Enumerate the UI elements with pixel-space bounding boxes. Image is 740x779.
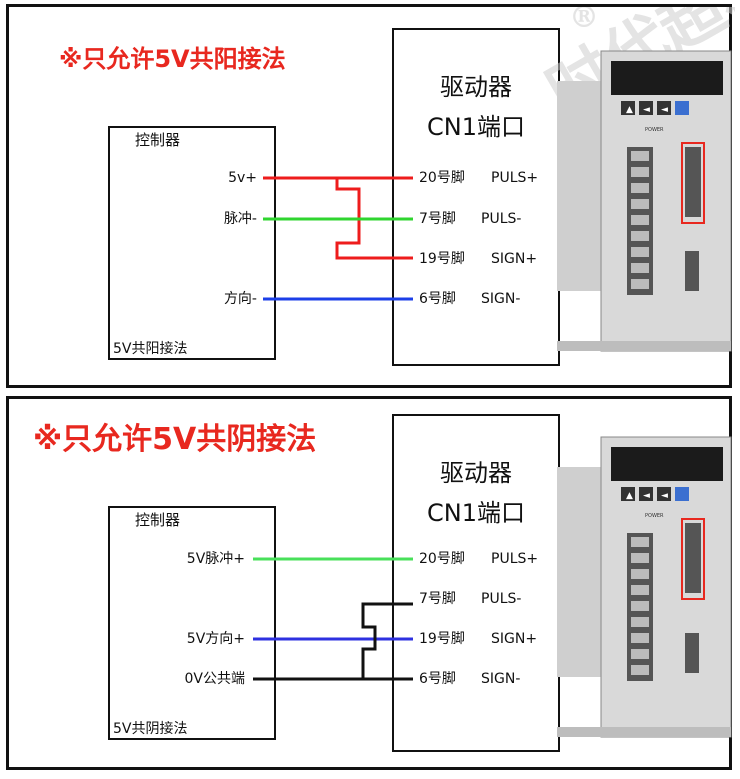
- pin-signal-puls-plus: PULS+: [491, 170, 538, 186]
- pin-label-19: 19号脚: [419, 251, 465, 267]
- controller-box: [108, 506, 276, 740]
- signal-label-dir-minus: 方向-: [224, 291, 257, 307]
- wire-black-common: [253, 602, 413, 681]
- svg-text:POWER: POWER: [645, 127, 664, 133]
- svg-text:▲: ▲: [626, 105, 633, 115]
- pin-signal-sign-minus: SIGN-: [481, 671, 520, 687]
- pin-signal-sign-plus: SIGN+: [491, 631, 537, 647]
- pin-label-6: 6号脚: [419, 291, 456, 307]
- svg-text:◄: ◄: [661, 105, 668, 115]
- pin-label-7: 7号脚: [419, 211, 456, 227]
- pin-signal-puls-minus: PULS-: [481, 211, 521, 227]
- panel1-diagram: ※只允许5V共阳接法 控制器 5V共阳接法 5v+ 脉冲- 方向- 驱动器 CN…: [59, 7, 735, 366]
- controller-box: [108, 126, 276, 360]
- svg-text:▲: ▲: [626, 491, 633, 501]
- panel1-title: ※只允许5V共阳接法: [59, 45, 286, 73]
- svg-text:POWER: POWER: [645, 513, 664, 519]
- signal-label-0v-common: 0V公共端: [185, 671, 245, 687]
- pin-label-7: 7号脚: [419, 591, 456, 607]
- pin-label-20: 20号脚: [419, 170, 465, 186]
- svg-text:◄: ◄: [643, 491, 650, 501]
- signal-label-5v-plus: 5v+: [228, 170, 257, 186]
- controller-footer: 5V共阳接法: [113, 340, 187, 357]
- driver-title: 驱动器: [440, 73, 512, 101]
- pin-signal-puls-plus: PULS+: [491, 551, 538, 567]
- servo-drive-image: ▲ ◄ ◄ POWER: [557, 50, 732, 352]
- pin-label-6: 6号脚: [419, 671, 456, 687]
- driver-port: CN1端口: [427, 499, 525, 527]
- pin-signal-sign-minus: SIGN-: [481, 291, 520, 307]
- watermark-mark: ®: [569, 7, 599, 35]
- pin-label-19: 19号脚: [419, 631, 465, 647]
- pin-signal-sign-plus: SIGN+: [491, 251, 537, 267]
- driver-title: 驱动器: [440, 459, 512, 487]
- signal-label-5v-dir-plus: 5V方向+: [187, 631, 245, 647]
- signal-label-pulse-minus: 脉冲-: [224, 211, 257, 227]
- controller-label: 控制器: [135, 511, 180, 529]
- pin-signal-puls-minus: PULS-: [481, 591, 521, 607]
- controller-label: 控制器: [135, 131, 180, 149]
- svg-text:◄: ◄: [643, 105, 650, 115]
- wire-red-5v: [263, 176, 413, 260]
- controller-footer: 5V共阴接法: [113, 720, 187, 737]
- servo-drive-image: ▲ ◄ ◄ POWER: [557, 436, 732, 738]
- signal-label-5v-pulse-plus: 5V脉冲+: [187, 551, 245, 567]
- driver-port: CN1端口: [427, 113, 525, 141]
- wiring-panel-common-cathode: ※只允许5V共阴接法 控制器 5V共阴接法 5V脉冲+ 5V方向+ 0V公共端 …: [6, 396, 732, 770]
- panel2-diagram: ※只允许5V共阴接法 控制器 5V共阴接法 5V脉冲+ 5V方向+ 0V公共端 …: [33, 414, 732, 752]
- wiring-panel-common-anode: ※只允许5V共阳接法 控制器 5V共阳接法 5v+ 脉冲- 方向- 驱动器 CN…: [6, 4, 735, 388]
- pin-label-20: 20号脚: [419, 551, 465, 567]
- panel2-title: ※只允许5V共阴接法: [33, 422, 316, 457]
- svg-text:◄: ◄: [661, 491, 668, 501]
